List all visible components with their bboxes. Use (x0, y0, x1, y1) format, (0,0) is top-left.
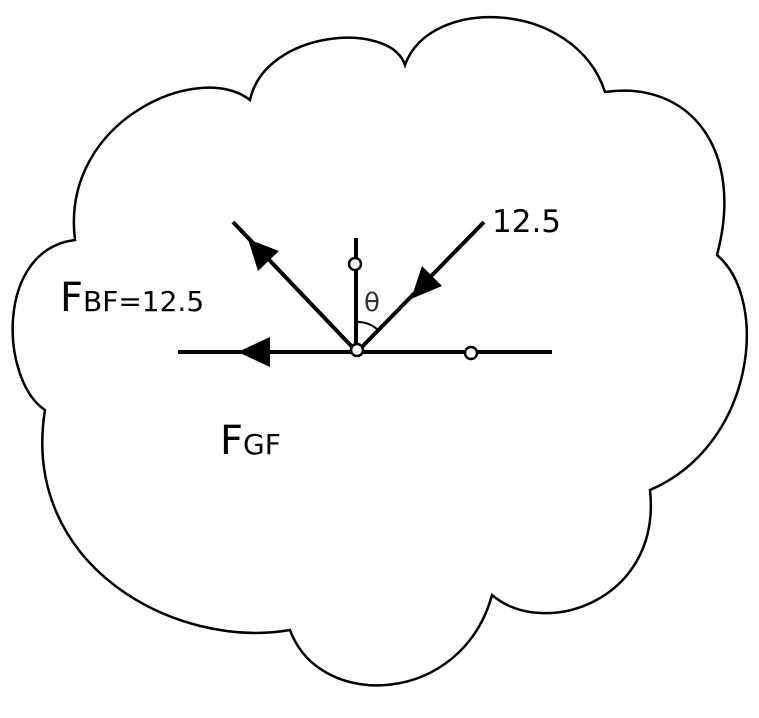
angle-label: θ (364, 288, 380, 318)
fbf-label-main: F (60, 275, 84, 321)
fbf-label: FBF=12.5 (60, 275, 204, 321)
cloud-outline (11, 15, 749, 687)
fgf-arrowhead (238, 337, 270, 367)
pivot-circle (349, 342, 365, 358)
fgf-label: FGF (220, 418, 281, 464)
fgf-label-main: F (220, 418, 244, 464)
marker-circle-vertical (347, 256, 363, 272)
angle-arc (355, 320, 379, 331)
incoming-arrowhead (411, 266, 442, 299)
marker-circle-horizontal (463, 345, 479, 361)
incoming-force-label: 12.5 (492, 204, 562, 240)
fbf-label-sub: BF=12.5 (83, 285, 205, 318)
fgf-label-sub: GF (243, 428, 281, 461)
fbf-arrowhead (248, 239, 279, 271)
